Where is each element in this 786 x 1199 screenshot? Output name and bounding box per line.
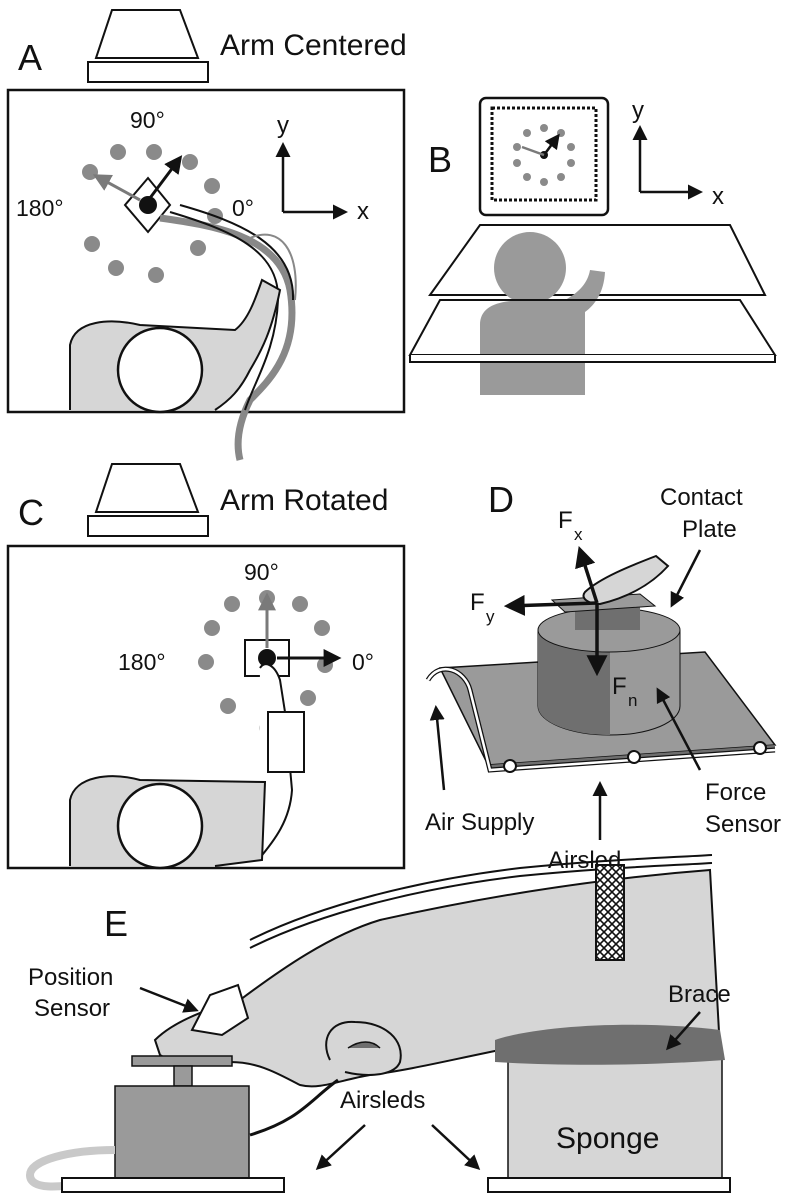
angle-0-label: 0° <box>232 195 254 221</box>
force-n-label: F <box>612 673 627 700</box>
air-supply-label: Air Supply <box>425 809 534 836</box>
brace-label: Brace <box>668 981 731 1008</box>
force-vectors <box>503 546 608 677</box>
monitor-icon <box>87 9 209 83</box>
airsleds-pointer-right <box>431 1124 481 1171</box>
position-sensor-label-1: Position <box>28 964 113 991</box>
position-sensor-label-2: Sensor <box>34 995 110 1022</box>
airsleds-pointer-left <box>315 1124 366 1171</box>
panel-c-title: Arm Rotated <box>220 484 388 517</box>
angle-180-label-c: 180° <box>118 649 166 675</box>
contact-plate-label-1: Contact <box>660 484 743 511</box>
panel-a-title: Arm Centered <box>220 29 407 62</box>
angle-180-label: 180° <box>16 195 64 221</box>
axis-y-label: y <box>277 112 289 139</box>
angle-90-label: 90° <box>130 107 165 133</box>
subject-at-table <box>408 224 777 395</box>
center-marker <box>92 155 183 234</box>
panel-a: A Arm Centered 90° 180° 0° <box>6 9 407 461</box>
arm-rotated <box>69 663 305 870</box>
panel-d: D Contact Plate F x F y F <box>425 479 781 874</box>
panel-a-letter: A <box>18 37 42 78</box>
axis-indicator-b: y x <box>632 97 724 210</box>
hand-on-brace <box>153 854 725 1088</box>
sponge-label: Sponge <box>556 1122 659 1155</box>
position-sensor-pointer <box>139 986 199 1013</box>
axis-x-label: x <box>357 198 369 225</box>
axis-y-label-b: y <box>632 97 644 124</box>
axis-indicator: y x <box>275 112 369 225</box>
panel-c: C Arm Rotated 90° 180° 0° <box>6 463 406 870</box>
panel-b-letter: B <box>428 139 452 180</box>
axis-x-label-b: x <box>712 183 724 210</box>
panel-e-letter: E <box>104 903 128 944</box>
air-supply-pointer <box>429 705 446 791</box>
force-sensor-label-2: Sensor <box>705 811 781 838</box>
contact-plate-pointer <box>670 549 702 608</box>
force-sensor-block <box>25 1055 339 1193</box>
panel-c-letter: C <box>18 492 44 533</box>
clock-monitor <box>478 96 610 217</box>
angle-0-label-c: 0° <box>352 649 374 675</box>
contact-plate-label-2: Plate <box>682 516 737 543</box>
force-n-subscript: n <box>628 691 637 710</box>
force-sensor-pointer <box>656 687 702 771</box>
brace-pointer <box>666 1011 701 1051</box>
force-sensor-label-1: Force <box>705 779 766 806</box>
monitor-icon-c <box>87 463 209 537</box>
force-sensor <box>537 554 681 736</box>
airsleds-label: Airsleds <box>340 1087 425 1114</box>
force-x-subscript: x <box>574 525 583 544</box>
angle-90-label-c: 90° <box>244 559 279 585</box>
panel-e: E Position Sensor Sponge Brace <box>25 854 731 1193</box>
force-x-label: F <box>558 507 573 534</box>
sponge-block <box>487 1049 731 1193</box>
force-y-subscript: y <box>486 607 495 626</box>
panel-b: B y x <box>408 96 777 395</box>
target-ring <box>82 144 223 283</box>
arm-and-cables <box>69 204 297 461</box>
force-y-label: F <box>470 589 485 616</box>
panel-d-letter: D <box>488 479 514 520</box>
